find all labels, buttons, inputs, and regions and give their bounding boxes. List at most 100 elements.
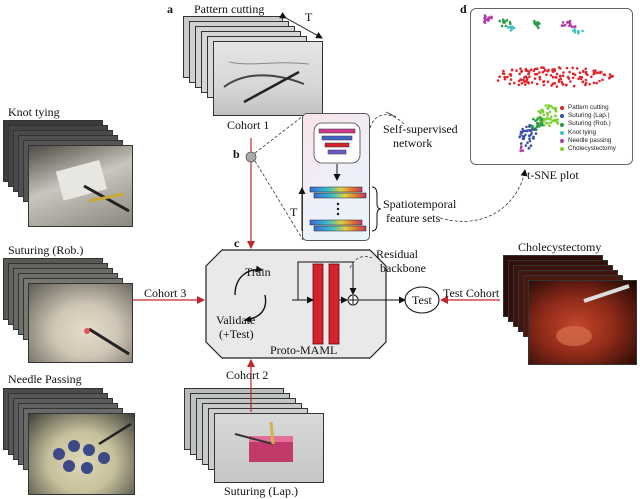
tsne-point [498, 19, 502, 23]
tsne-point [522, 135, 526, 139]
panel-letter-d: d [460, 2, 467, 16]
tsne-point [584, 78, 588, 82]
tsne-point [601, 78, 604, 82]
video-stack-suturing-lap [184, 388, 324, 484]
tsne-point [521, 127, 524, 131]
tsne-point [549, 104, 553, 108]
tsne-point [528, 139, 532, 143]
tsne-point [584, 70, 588, 74]
legend-dot-icon [560, 106, 564, 111]
tsne-point [535, 128, 538, 131]
legend-label: Needle passing [568, 136, 612, 144]
tsne-point [543, 69, 546, 72]
tsne-point [546, 113, 550, 116]
tsne-point [541, 70, 545, 74]
label-validate: Validate [216, 313, 256, 327]
tsne-point [571, 72, 575, 75]
tsne-point [520, 78, 523, 82]
tsne-point [532, 137, 535, 140]
tsne-point [518, 72, 521, 76]
tsne-point [515, 69, 518, 72]
panel-letter-c: c [234, 236, 240, 250]
tsne-point [598, 79, 601, 83]
panel-letter-a: a [167, 2, 173, 16]
tsne-point [549, 74, 553, 77]
tsne-point [509, 78, 513, 81]
tsne-point [557, 80, 561, 83]
tsne-point [538, 75, 542, 79]
time-label-vertical: T [290, 205, 298, 219]
legend-label: Knot tying [568, 128, 597, 136]
tsne-point [519, 142, 523, 145]
dashed-arrow-to-tsne [439, 169, 528, 222]
legend-label: Suturing (Rob.) [568, 120, 611, 128]
tsne-point [558, 78, 561, 81]
tsne-point [526, 80, 530, 84]
tsne-point [504, 24, 508, 28]
tsne-point [538, 77, 542, 81]
label-residual: Residual [376, 247, 418, 261]
tsne-point [530, 81, 534, 84]
tsne-point [534, 132, 538, 135]
tsne-point [611, 74, 614, 78]
tsne-point [530, 128, 534, 131]
time-axis-arrow-top [279, 12, 323, 39]
tsne-point [544, 104, 548, 107]
tsne-point [525, 125, 528, 129]
tsne-point [556, 118, 559, 121]
tsne-point [548, 124, 551, 128]
legend-dot-icon [560, 114, 564, 119]
tsne-point [554, 114, 557, 118]
legend-item: Suturing (Lap.) [560, 112, 616, 120]
tsne-point [571, 66, 574, 70]
tsne-point [542, 117, 546, 121]
tsne-point [554, 75, 558, 79]
tsne-point [527, 70, 531, 73]
tsne-point [580, 76, 584, 79]
tsne-point [524, 133, 527, 137]
tsne-point [546, 80, 550, 83]
tsne-point [564, 83, 568, 87]
backbone-layer-1 [312, 263, 324, 345]
tsne-point [559, 75, 562, 78]
tsne-point [592, 81, 596, 85]
video-stack-needle-passing [3, 388, 135, 496]
tsne-point [551, 69, 554, 73]
tsne-point [541, 110, 545, 114]
tsne-point [573, 73, 577, 77]
tsne-point [559, 67, 562, 70]
tsne-point [483, 21, 487, 24]
label-self-supervised: Self-supervised [383, 122, 458, 136]
label-network: network [393, 136, 433, 150]
tsne-point [568, 19, 572, 23]
tsne-point [588, 83, 591, 86]
legend-label: Pattern cutting [568, 104, 609, 111]
tsne-point [547, 104, 550, 107]
tsne-point [524, 144, 528, 147]
tsne-point [527, 147, 531, 150]
tsne-point [581, 80, 585, 83]
tsne-point [556, 122, 560, 125]
tsne-point [510, 68, 514, 72]
label-cohort-3: Cohort 3 [144, 286, 187, 300]
tsne-point [551, 75, 555, 79]
tsne-point [503, 77, 507, 81]
tsne-point [555, 72, 559, 76]
label-suturing-lap: Suturing (Lap.) [224, 484, 298, 498]
tsne-point [533, 67, 537, 71]
label-test-cohort: Test Cohort [443, 286, 500, 300]
tsne-point [571, 76, 575, 80]
tsne-point [508, 82, 512, 85]
tsne-point [501, 72, 505, 75]
tsne-point [521, 137, 525, 141]
legend-item: Cholecystectomy [560, 145, 616, 153]
tsne-point [574, 25, 577, 28]
tsne-point [602, 73, 606, 76]
tsne-point [554, 118, 557, 122]
tsne-point [555, 85, 559, 88]
tsne-point [540, 119, 543, 122]
label-cohort-2: Cohort 2 [226, 368, 269, 382]
legend-label: Cholecystectomy [568, 145, 616, 153]
